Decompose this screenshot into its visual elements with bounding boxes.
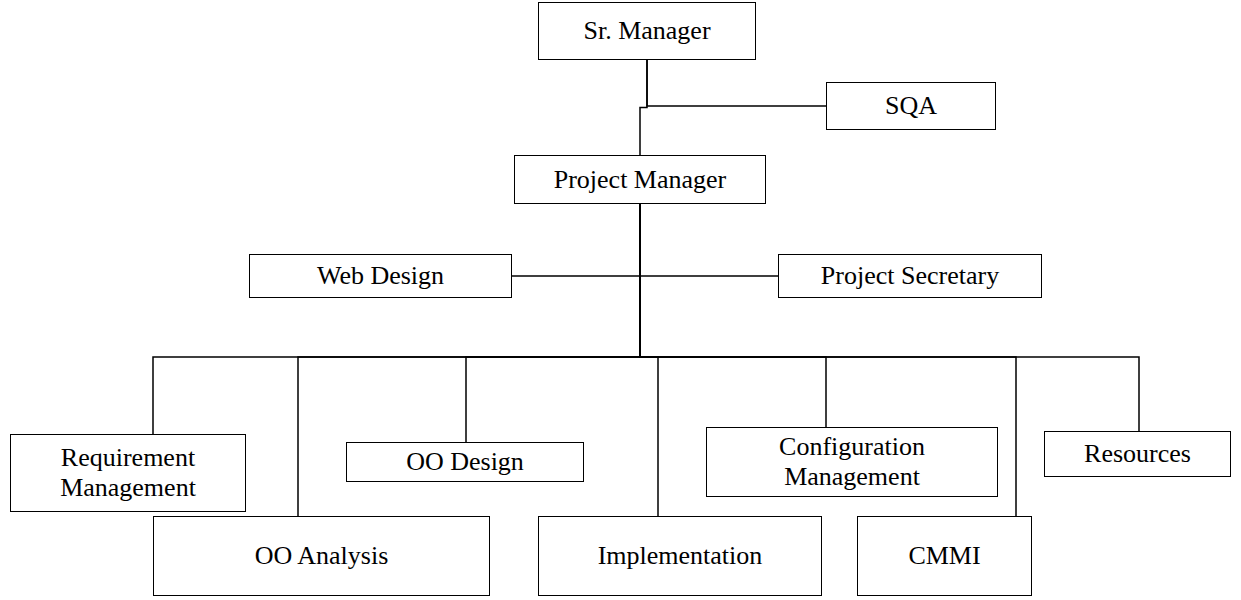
box-label: Project Secretary [821, 261, 999, 291]
org-connector [640, 204, 826, 427]
box-label: Web Design [317, 261, 444, 291]
org-box: CMMI [857, 516, 1032, 596]
org-box: Resources [1044, 431, 1231, 477]
org-box: Project Manager [514, 155, 766, 204]
box-label: Project Manager [554, 165, 727, 195]
org-connector [512, 204, 640, 276]
org-connector [640, 204, 658, 516]
org-connector [647, 60, 826, 106]
box-label: Implementation [598, 541, 763, 571]
org-box: Sr. Manager [538, 2, 756, 60]
box-label: OO Analysis [255, 541, 389, 571]
org-box: SQA [826, 82, 996, 130]
box-label: Sr. Manager [583, 16, 710, 46]
box-label: Configuration Management [715, 432, 989, 492]
box-label: SQA [885, 91, 937, 121]
org-connector [640, 204, 778, 276]
box-label: Requirement Management [19, 443, 237, 503]
org-connector [298, 204, 640, 516]
org-box: OO Design [346, 442, 584, 482]
org-box: Project Secretary [778, 254, 1042, 298]
box-label: Resources [1084, 439, 1191, 469]
box-label: OO Design [406, 447, 524, 477]
org-connector [640, 60, 647, 155]
org-box: Implementation [538, 516, 822, 596]
org-connector [153, 204, 640, 434]
org-connector [640, 204, 1139, 431]
org-box: Requirement Management [10, 434, 246, 512]
box-label: CMMI [908, 541, 980, 571]
org-connector [640, 204, 1016, 516]
org-box: Configuration Management [706, 427, 998, 497]
org-box: Web Design [249, 254, 512, 298]
org-box: OO Analysis [153, 516, 490, 596]
org-connector [466, 204, 640, 442]
